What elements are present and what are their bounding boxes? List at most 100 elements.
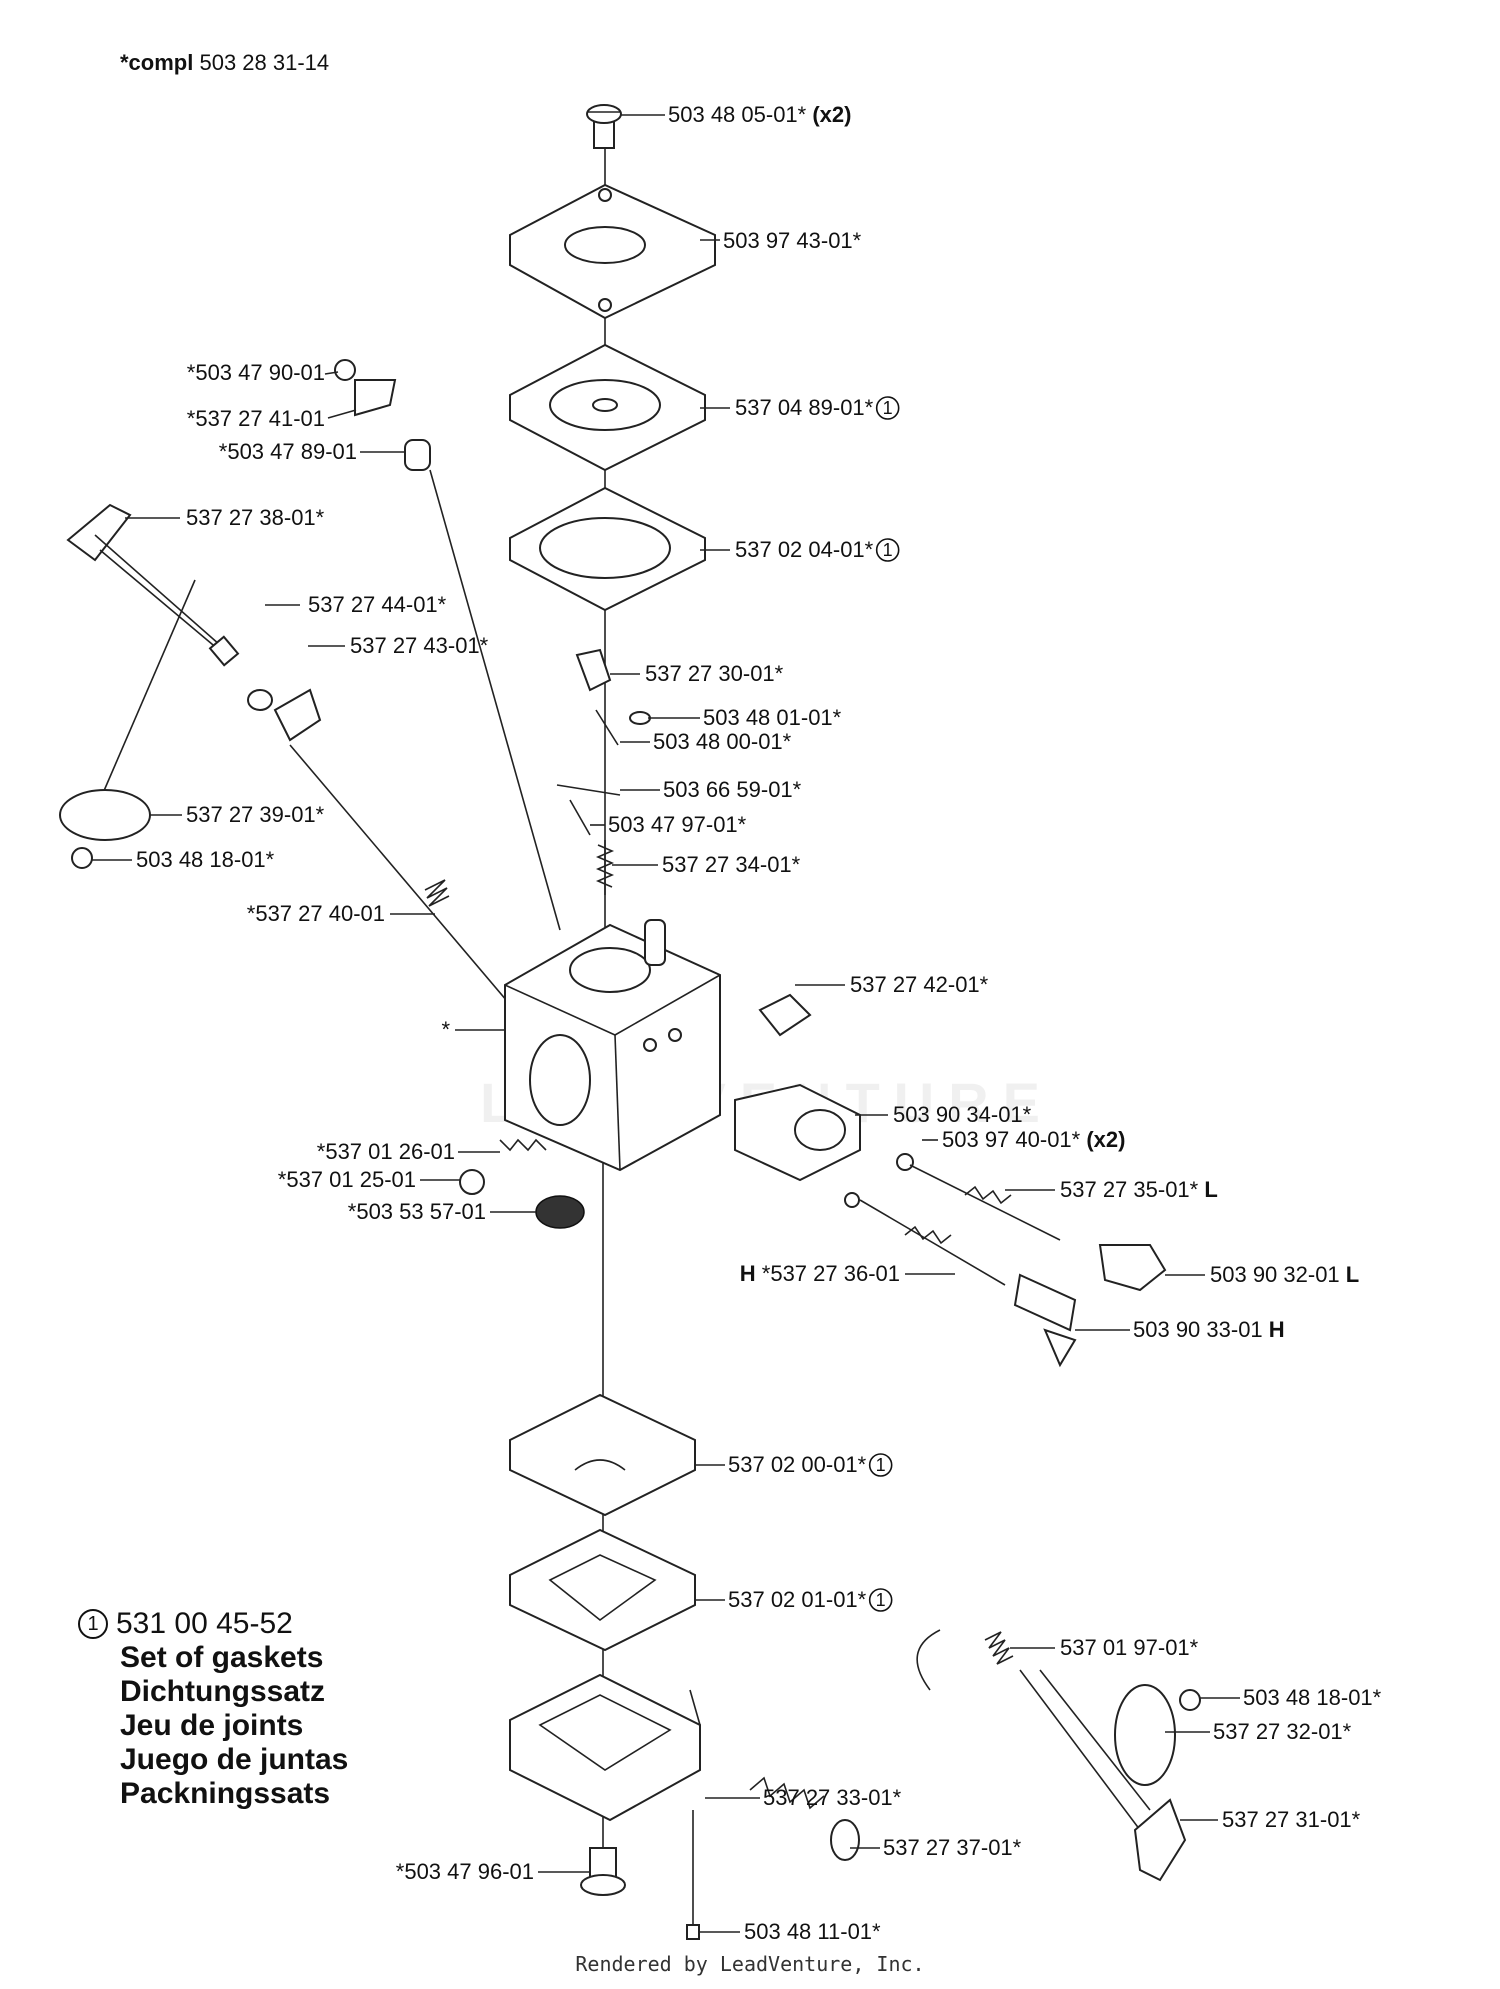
callout-label-c31: 537 02 00-01* (728, 1452, 867, 1477)
callout-part-number: 503 48 11-01* (744, 1919, 881, 1944)
callout-part-number: 537 27 37-01* (883, 1835, 1022, 1860)
callout-label-c02: 503 97 43-01* (723, 228, 862, 253)
legend-circle-marker: 1 (78, 1609, 108, 1639)
callout-part-number: 537 27 35-01* (1060, 1177, 1199, 1202)
callout-label-c05: *503 47 89-01 (219, 439, 357, 464)
callout-label-c27: *503 53 57-01 (348, 1199, 486, 1224)
pump-cover-part (509, 183, 716, 320)
left-small-parts (459, 1138, 585, 1229)
gasket-set-marker-number: 1 (876, 1590, 886, 1610)
left-screw-bracket-parts (334, 359, 561, 931)
callout-part-number: 503 48 18-01* (136, 847, 275, 872)
callout-part-number: *537 01 25-01 (278, 1167, 416, 1192)
callout-part-number: *503 47 89-01 (219, 439, 357, 464)
callout-suffix: (x2) (1080, 1127, 1125, 1152)
gasket-set-marker-icon (875, 538, 900, 562)
compl-number: 503 28 31-14 (199, 50, 330, 75)
legend-name-de: Dichtungssatz (120, 1675, 326, 1708)
legend-name-en: Set of gaskets (120, 1641, 324, 1674)
callout-label-c36: 537 27 33-01* (763, 1785, 902, 1810)
callout-part-number: 537 27 31-01* (1222, 1807, 1361, 1832)
compl-note: *compl 503 28 31-14 (120, 50, 329, 76)
callout-part-number: *537 27 40-01 (247, 901, 385, 926)
gasket-set-legend: 1 531 00 45-52 Set of gaskets Dichtungss… (78, 1607, 348, 1811)
callout-part-number: 503 47 97-01* (608, 812, 747, 837)
callout-label-c11: 537 27 30-01* (645, 661, 784, 686)
idle-lever-parts (916, 1629, 1201, 1882)
callout-label-c13: 503 48 00-01* (653, 729, 792, 754)
callout-label-c37: 537 27 31-01* (1222, 1807, 1361, 1832)
callout-part-number: * (441, 1017, 450, 1042)
callout-label-c18: 537 27 34-01* (662, 852, 801, 877)
inlet-needle-parts (556, 648, 651, 895)
callout-part-number: 537 27 44-01* (308, 592, 447, 617)
callout-part-number: *503 47 90-01 (187, 360, 325, 385)
lower-screws-parts (580, 1776, 860, 1940)
callout-part-number: 537 02 04-01* (735, 537, 874, 562)
legend-name-fr: Jeu de joints (120, 1709, 304, 1742)
callout-label-c38: 537 27 37-01* (883, 1835, 1022, 1860)
callout-labels: 503 48 05-01* (x2)503 97 43-01**503 47 9… (136, 102, 1382, 1944)
callout-part-number: 503 48 18-01* (1243, 1685, 1382, 1710)
callout-suffix: H (1263, 1317, 1285, 1342)
callout-part-number: 503 97 40-01* (942, 1127, 1081, 1152)
gasket-set-marker-number: 1 (883, 398, 893, 418)
gasket-set-marker-icon (868, 1453, 893, 1477)
metering-diaphragm-part (509, 1393, 696, 1517)
callout-part-number: 537 27 43-01* (350, 633, 489, 658)
metering-gasket-part (509, 1528, 696, 1652)
callout-label-c07: 537 27 38-01* (186, 505, 325, 530)
callout-label-c30: 503 90 33-01 H (1133, 1317, 1285, 1342)
callout-label-c34: 503 48 18-01* (1243, 1685, 1382, 1710)
top-screw-part (586, 104, 622, 149)
callout-part-number: 537 04 89-01* (735, 395, 874, 420)
callout-label-c10: 537 27 43-01* (350, 633, 489, 658)
gasket-set-marker-number: 1 (883, 540, 893, 560)
callout-label-c40: 503 48 11-01* (744, 1919, 881, 1944)
callout-part-number: 537 27 34-01* (662, 852, 801, 877)
callout-part-number: 503 66 59-01* (663, 777, 802, 802)
callout-part-number: 537 27 30-01* (645, 661, 784, 686)
callout-suffix: (x2) (806, 102, 851, 127)
callout-part-number: 537 02 00-01* (728, 1452, 867, 1477)
callout-label-c29: H *537 27 36-01 (740, 1261, 900, 1286)
pump-diaphragm-part (509, 343, 706, 472)
callout-label-c04: *537 27 41-01 (187, 406, 325, 431)
legend-part-number: 531 00 45-52 (116, 1607, 293, 1640)
callout-part-number: 503 90 32-01 (1210, 1262, 1340, 1287)
callout-label-c21: * (441, 1017, 450, 1042)
callout-part-number: 503 97 43-01* (723, 228, 862, 253)
callout-part-number: 537 27 42-01* (850, 972, 989, 997)
carburetor-body-part (504, 919, 721, 1172)
callout-suffix: L (1340, 1262, 1360, 1287)
callout-part-number: 537 27 32-01* (1213, 1719, 1352, 1744)
legend-number-row: 1 531 00 45-52 (78, 1607, 348, 1641)
callout-part-number: *503 53 57-01 (348, 1199, 486, 1224)
callout-label-c24: 503 97 40-01* (x2) (942, 1127, 1125, 1152)
callout-label-c12: 503 48 01-01* (703, 705, 842, 730)
callout-label-c09: 537 27 44-01* (308, 592, 447, 617)
callout-label-c26: 537 27 35-01* L (1060, 1177, 1218, 1202)
gasket-top-part (509, 486, 706, 612)
legend-name-es: Juego de juntas (120, 1743, 349, 1776)
callout-part-number: 537 27 33-01* (763, 1785, 902, 1810)
callout-label-c14: 503 66 59-01* (663, 777, 802, 802)
callout-label-c25: *537 01 25-01 (278, 1167, 416, 1192)
gasket-set-marker-icon (875, 396, 900, 420)
callout-part-number: 503 48 01-01* (703, 705, 842, 730)
callout-part-number: 537 27 38-01* (186, 505, 325, 530)
callout-label-c28: 503 90 32-01 L (1210, 1262, 1359, 1287)
callout-part-number: 503 48 05-01* (668, 102, 807, 127)
callout-part-number: 503 48 00-01* (653, 729, 792, 754)
callout-label-c08: 537 02 04-01* (735, 537, 874, 562)
callout-part-number: 537 01 97-01* (1060, 1635, 1199, 1660)
callout-label-c01: 503 48 05-01* (x2) (668, 102, 851, 127)
callout-part-number: *537 27 36-01 (762, 1261, 900, 1286)
callout-label-c23: *537 01 26-01 (317, 1139, 455, 1164)
callout-label-c15: 537 27 39-01* (186, 802, 325, 827)
callout-label-c32: 537 02 01-01* (728, 1587, 867, 1612)
callout-label-c19: *537 27 40-01 (247, 901, 385, 926)
callout-part-number: 537 02 01-01* (728, 1587, 867, 1612)
legend-name-sv: Packningssats (120, 1777, 331, 1810)
